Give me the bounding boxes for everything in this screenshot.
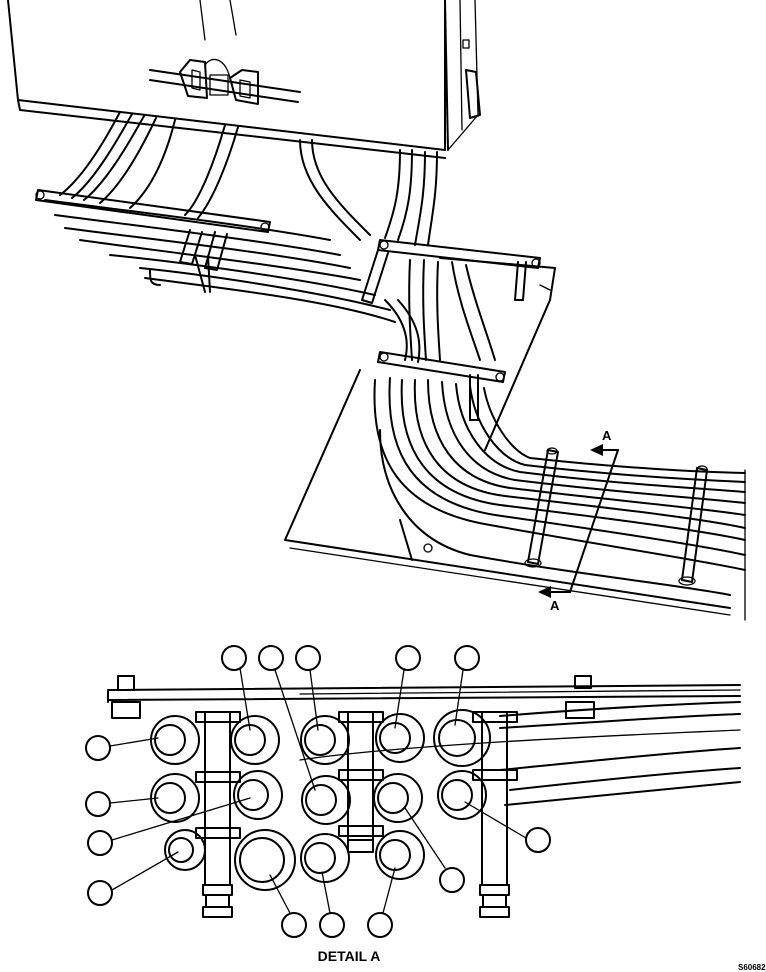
detail-a-view: DETAIL A — [85, 645, 741, 964]
section-line-a: A A — [538, 428, 619, 613]
callout-balloon — [221, 645, 247, 671]
callout-balloon — [454, 645, 480, 671]
cable-end-r1 — [150, 709, 491, 767]
section-label-top: A — [602, 428, 612, 443]
cable-bundle-lower — [373, 377, 746, 621]
callout-balloon — [395, 645, 421, 671]
callout-balloon — [367, 912, 393, 938]
figure-id: S60682 — [738, 963, 766, 972]
clamp-posts — [195, 711, 518, 918]
cable-bundle-upper — [44, 111, 496, 363]
clamp-bars — [35, 189, 708, 586]
callout-balloon — [439, 867, 465, 893]
cable-end-r2 — [150, 770, 487, 825]
callout-balloon — [87, 880, 113, 906]
callout-balloon — [319, 912, 345, 938]
section-label-bottom: A — [550, 598, 560, 613]
callout-balloon — [87, 830, 113, 856]
mounting-plate — [284, 257, 731, 616]
callout-balloon — [295, 645, 321, 671]
electrical-cabinet — [7, 0, 481, 159]
leader-lines — [109, 667, 527, 914]
callout-balloon — [85, 735, 111, 761]
callout-balloon — [85, 791, 111, 817]
callout-balloon — [525, 827, 551, 853]
detail-title: DETAIL A — [318, 948, 381, 964]
callout-balloons — [85, 645, 551, 938]
callout-balloon — [258, 645, 284, 671]
callout-balloon — [281, 912, 307, 938]
